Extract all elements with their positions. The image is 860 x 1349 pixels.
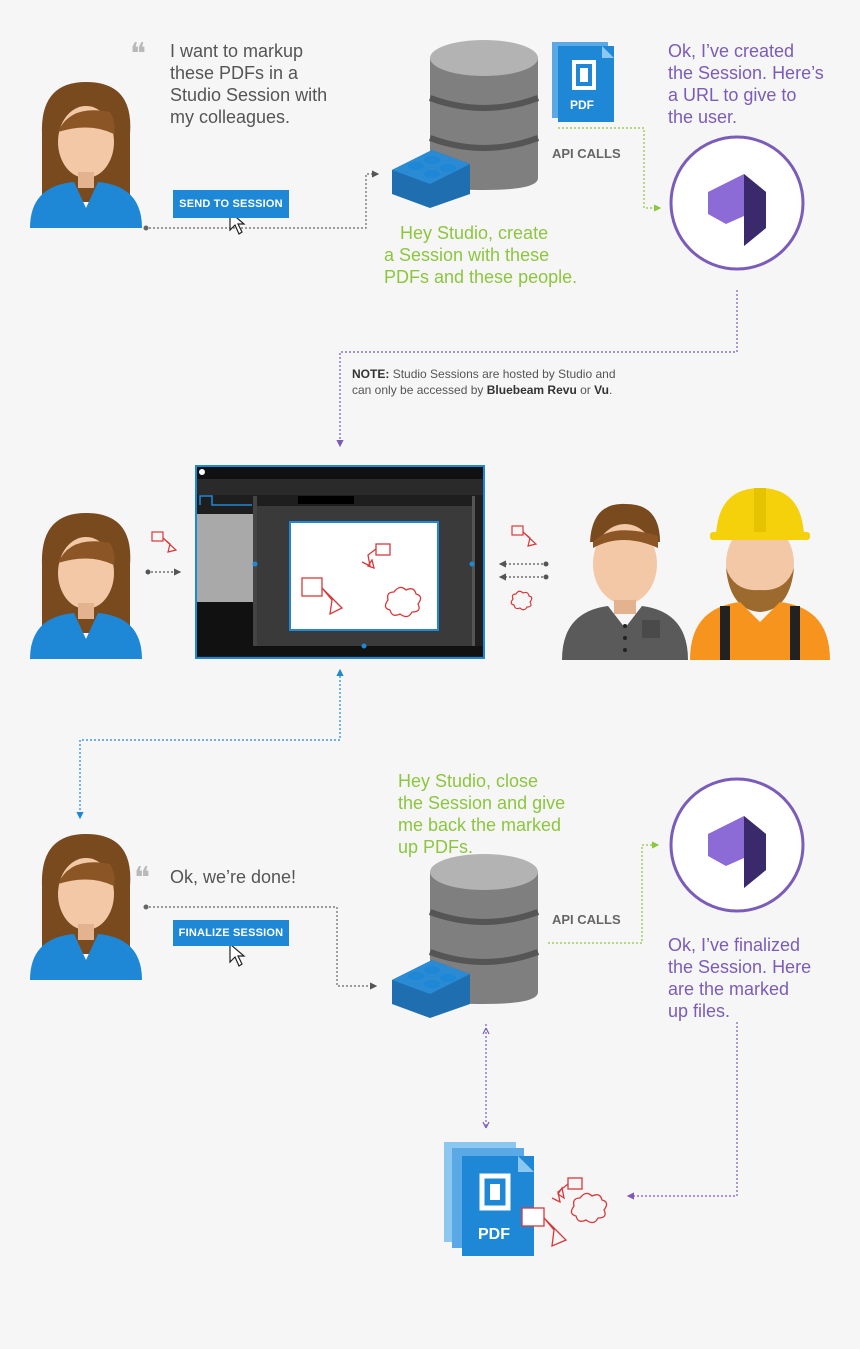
quote-line: these PDFs in a [170,63,299,83]
studio-reply-1: Ok, I’ve created the Session. Here’s a U… [668,40,848,128]
quote-mark-icon-2: ❝ [134,861,151,896]
api-calls-line-1 [558,127,662,212]
session-to-user-line [76,668,344,820]
reply-line: Ok, I’ve created [668,41,795,61]
markup-icon-left [151,531,178,553]
user-quote-2: Ok, we’re done! [170,867,297,887]
api-calls-label-1: API CALLS [552,146,621,161]
note-label: NOTE: [352,367,390,381]
finalize-line [143,904,378,990]
lego-brick-icon-2 [392,960,470,1018]
user-avatar-1 [30,82,142,228]
revu-session-screen [195,465,485,659]
database-icon-1 [428,40,540,190]
user-to-app-line [143,170,380,231]
user-avatar-3 [30,834,142,980]
lego-brick-icon-1 [392,150,470,208]
worker-avatar [690,488,830,660]
note-product-vu: Vu [594,383,610,397]
reply-line: are the marked [668,979,790,999]
request-line: up PDFs. [398,837,474,857]
user-avatar-2 [30,513,142,659]
studio-logo-2 [669,777,805,913]
pdf-icon-top [552,42,614,122]
request-line: PDFs and these people. [384,267,578,287]
reply-line: Ok, I’ve finalized [668,935,801,955]
quote-line: my colleagues. [170,107,291,127]
api-calls-label-2: API CALLS [552,912,621,927]
session-arrows [145,560,549,581]
cursor-icon-2 [229,942,246,967]
studio-logo-1 [669,135,805,271]
reply-line: the Session. Here’s [668,63,824,83]
note-conj: or [576,383,595,397]
quote-mark-icon-1: ❝ [130,37,147,72]
note-line-1: Studio Sessions are hosted by Studio and [392,367,616,381]
request-line: Hey Studio, create [400,223,549,243]
reply-line: the Session. Here [668,957,812,977]
request-line: the Session and give [398,793,566,813]
reply-line: up files. [668,1001,731,1021]
reply-line: a URL to give to [668,85,797,105]
app-request-2: Hey Studio, close the Session and give m… [398,770,588,858]
api-calls-line-2 [548,841,660,944]
reply-line: the user. [668,107,738,127]
quote-line: Studio Session with [170,85,328,105]
markup-icons-bottom [521,1177,608,1248]
cloud-markup-icon-right [510,590,533,611]
note-line-2: can only be accessed by [352,383,487,397]
url-line [336,290,738,448]
finalize-session-button[interactable]: FINALIZE SESSION [173,920,289,946]
send-to-session-button[interactable]: SEND TO SESSION [173,190,289,218]
app-request-1: Hey Studio, create a Session with these … [384,222,614,288]
request-line: a Session with these [384,245,550,265]
note-text: NOTE: Studio Sessions are hosted by Stud… [352,366,712,398]
colleague-avatar [562,503,688,660]
note-period: . [609,383,613,397]
quote-line: I want to markup [170,41,304,61]
request-line: me back the marked [398,815,562,835]
user-quote-1: I want to markup these PDFs in a Studio … [170,40,350,128]
markup-icon-right [511,525,538,547]
note-product-revu: Bluebeam Revu [486,383,577,397]
pdf-icon-bottom [444,1142,534,1256]
files-return-line [482,1022,738,1200]
studio-reply-2: Ok, I’ve finalized the Session. Here are… [668,934,848,1022]
pdf-badge-bottom: PDF [478,1226,510,1243]
request-line: Hey Studio, close [398,771,539,791]
pdf-badge-top: PDF [570,98,594,112]
